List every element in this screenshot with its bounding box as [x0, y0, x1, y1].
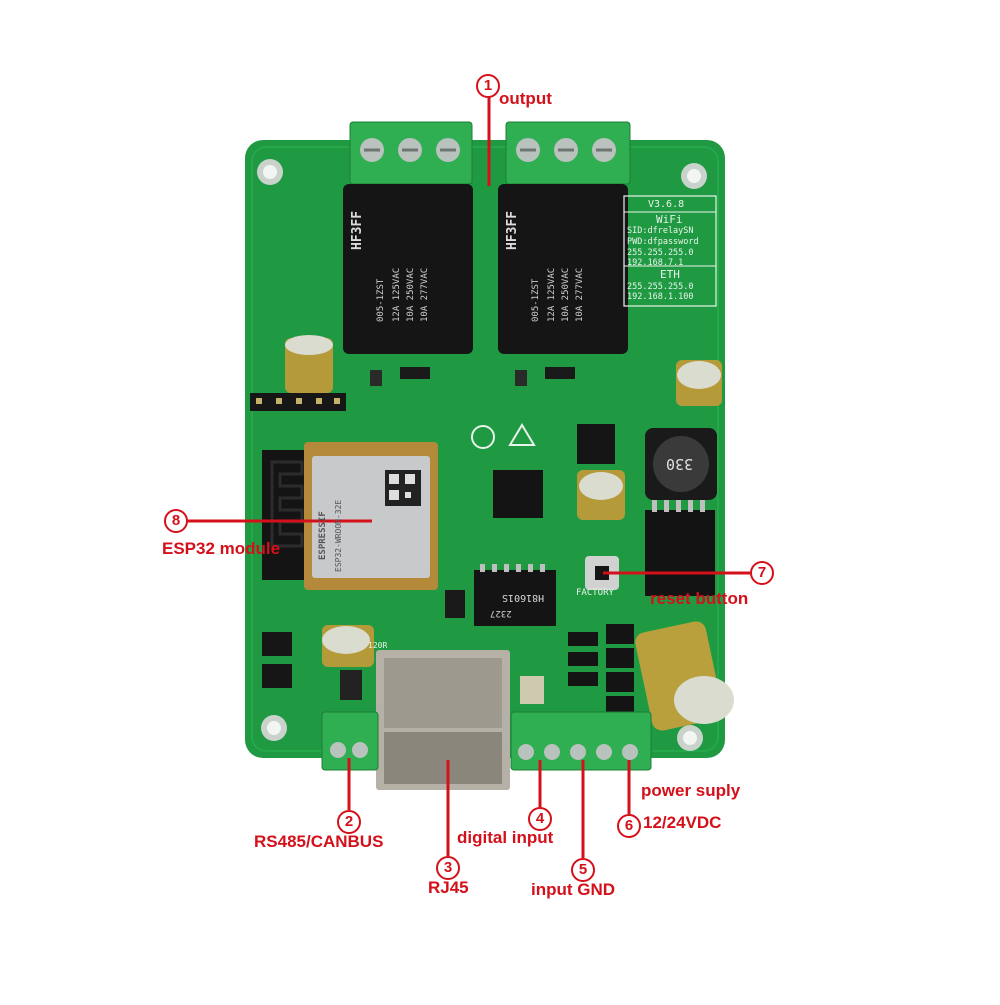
resistor-label: 120R — [368, 641, 388, 650]
callout-label-output: output — [499, 89, 552, 108]
ethernet-transformer — [474, 570, 556, 626]
version-text: V3.6.8 — [648, 199, 685, 210]
transformer-text: H81601S — [502, 592, 545, 603]
callout-label-power: 12/24VDC — [643, 813, 722, 832]
wifi-ip: 192.168.7.1 — [627, 258, 684, 268]
relay-1-spec-2: 10A 250VAC — [406, 267, 416, 322]
callout-label-esp32: ESP32 module — [162, 539, 281, 558]
terminal-inputs — [510, 711, 652, 771]
wifi-title: WiFi — [656, 213, 683, 226]
callout-label-power-supply: power suply — [641, 781, 741, 800]
transformer-code: 2327 — [490, 608, 512, 618]
relay-2-brand: HF3FF — [505, 210, 520, 250]
regulator-chip — [577, 424, 615, 464]
relay-1-spec: 12A 125VAC — [392, 267, 402, 322]
callout-label-rs485: RS485/CANBUS — [254, 832, 384, 851]
callout-label-input-gnd: input GND — [531, 880, 616, 899]
capacitor-large — [635, 621, 734, 731]
relay-2-model: 005-1ZST — [531, 278, 541, 322]
callout-number-input-gnd: 5 — [571, 858, 595, 882]
relay-1 — [343, 184, 473, 354]
inductor-text: 330 — [666, 455, 694, 473]
relay-1-spec-3: 10A 277VAC — [420, 267, 430, 322]
capacitor-top-left — [285, 335, 333, 393]
microcontroller-chip — [493, 470, 543, 518]
relay-2-spec-2: 10A 250VAC — [561, 267, 571, 322]
power-chip — [645, 510, 715, 596]
jumper — [340, 670, 362, 700]
callout-number-rj45: 3 — [436, 856, 460, 880]
wifi-mask: 255.255.255.0 — [627, 248, 694, 258]
pin-header — [250, 393, 346, 411]
diode-array — [568, 624, 634, 712]
eth-title: ETH — [660, 268, 680, 281]
relay-2-spec: 12A 125VAC — [547, 267, 557, 322]
callout-label-rj45: RJ45 — [428, 878, 469, 897]
capacitor-bottom-left — [322, 625, 374, 667]
callout-label-digital-input: digital input — [457, 828, 554, 847]
mounting-holes — [257, 159, 707, 751]
reset-button — [595, 566, 609, 580]
callout-number-rs485: 2 — [337, 810, 361, 834]
callout-number-digital-input: 4 — [528, 807, 552, 831]
callout-number-power: 6 — [617, 814, 641, 838]
esp32-model: ESP32-WROOM-32E — [334, 499, 343, 572]
eth-ip: 192.168.1.100 — [627, 292, 694, 302]
capacitor-top-right — [676, 360, 722, 406]
rohs-icon — [471, 425, 495, 449]
esp32-brand: ESPRESSIF — [318, 511, 328, 560]
network-info-box — [623, 195, 717, 307]
eth-mask: 255.255.255.0 — [627, 282, 694, 292]
relay-2 — [498, 184, 628, 354]
relay-1-model: 005-1ZST — [376, 278, 386, 322]
output-terminal-right — [505, 121, 631, 185]
wifi-sid: SID:dfrelaySN — [627, 226, 694, 236]
wifi-pwd: PWD:dfpassword — [627, 237, 699, 247]
terminal-rs485 — [321, 711, 379, 771]
callout-label-reset: reset button — [650, 589, 749, 608]
output-terminal-left — [349, 121, 473, 185]
callout-number-output: 1 — [476, 74, 500, 98]
callout-lines — [186, 96, 750, 858]
warning-icon — [508, 423, 536, 446]
capacitor-mid — [577, 470, 625, 520]
callout-number-esp32: 8 — [164, 509, 188, 533]
factory-label: FACTORY — [576, 588, 614, 598]
relay-1-brand: HF3FF — [350, 210, 365, 250]
relay-2-spec-3: 10A 277VAC — [575, 267, 585, 322]
callout-number-reset: 7 — [750, 561, 774, 585]
